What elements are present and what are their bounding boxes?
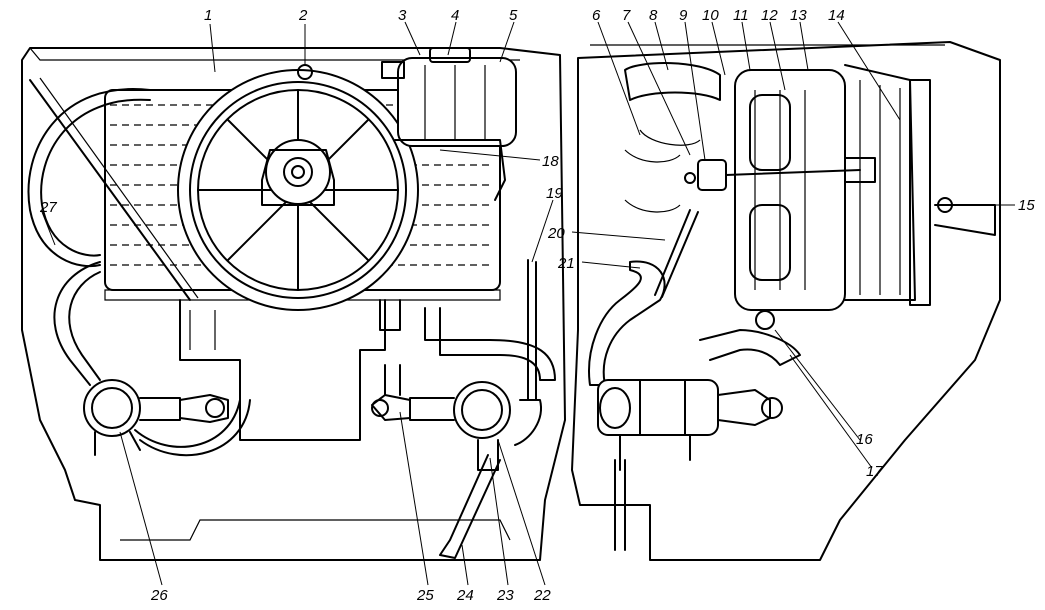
control-rod xyxy=(654,209,699,298)
callout-11: 11 xyxy=(733,7,749,24)
callout-10: 10 xyxy=(702,7,719,24)
right-water-pump xyxy=(371,381,511,439)
callout-4: 4 xyxy=(451,7,459,24)
outlet-pipe xyxy=(424,307,556,381)
mount-bracket xyxy=(934,204,996,236)
callout-24: 24 xyxy=(456,587,474,604)
hull-top-edge xyxy=(29,47,520,61)
outlet-clamp xyxy=(755,310,775,330)
callout-1: 1 xyxy=(204,7,212,24)
pump-inlet-hose xyxy=(53,261,101,386)
callout-19: 19 xyxy=(546,185,563,202)
callout-17: 17 xyxy=(866,463,883,480)
radiator-block xyxy=(734,69,846,311)
callout-25: 25 xyxy=(416,587,434,604)
left-hull-outline xyxy=(21,47,566,561)
callout-8: 8 xyxy=(649,7,658,24)
callout-5: 5 xyxy=(509,7,518,24)
callout-2: 2 xyxy=(298,7,308,24)
bypass-hose xyxy=(27,88,151,268)
callout-7: 7 xyxy=(622,7,631,24)
upper-hose xyxy=(624,62,721,101)
right-view xyxy=(571,41,1001,561)
callout-21: 21 xyxy=(557,255,575,272)
callout-14: 14 xyxy=(828,7,845,24)
expansion-tank xyxy=(381,47,517,147)
callout-23: 23 xyxy=(496,587,514,604)
callout-20: 20 xyxy=(547,225,565,242)
callout-12: 12 xyxy=(761,7,778,24)
drain-pipe xyxy=(439,454,501,559)
control-valve xyxy=(684,157,876,191)
leader-lines xyxy=(41,21,1015,586)
callout-13: 13 xyxy=(790,7,807,24)
callout-22: 22 xyxy=(533,587,551,604)
engine-lower-block xyxy=(179,299,386,441)
heater-inlet-pipe xyxy=(588,260,666,386)
heater-cylinder xyxy=(597,379,783,551)
callout-9: 9 xyxy=(679,7,688,24)
left-water-pump xyxy=(83,379,229,456)
vertical-rod xyxy=(527,259,537,401)
callout-3: 3 xyxy=(398,7,407,24)
right-hull-outline xyxy=(571,41,1001,561)
callout-6: 6 xyxy=(592,7,601,24)
callout-18: 18 xyxy=(542,153,559,170)
callout-27: 27 xyxy=(39,199,57,216)
radiator-outlet-pipe xyxy=(699,329,801,366)
hull-bottom-rib xyxy=(120,519,511,541)
diagonal-rod xyxy=(29,79,191,301)
fan-assembly xyxy=(177,64,419,311)
callout-labels: 1 2 3 4 5 6 7 8 9 10 11 12 13 14 15 16 1… xyxy=(39,7,1035,604)
callout-26: 26 xyxy=(150,587,168,604)
callout-15: 15 xyxy=(1018,197,1035,214)
fan-shroud xyxy=(844,64,931,306)
callout-16: 16 xyxy=(856,431,873,448)
left-view xyxy=(21,47,566,561)
